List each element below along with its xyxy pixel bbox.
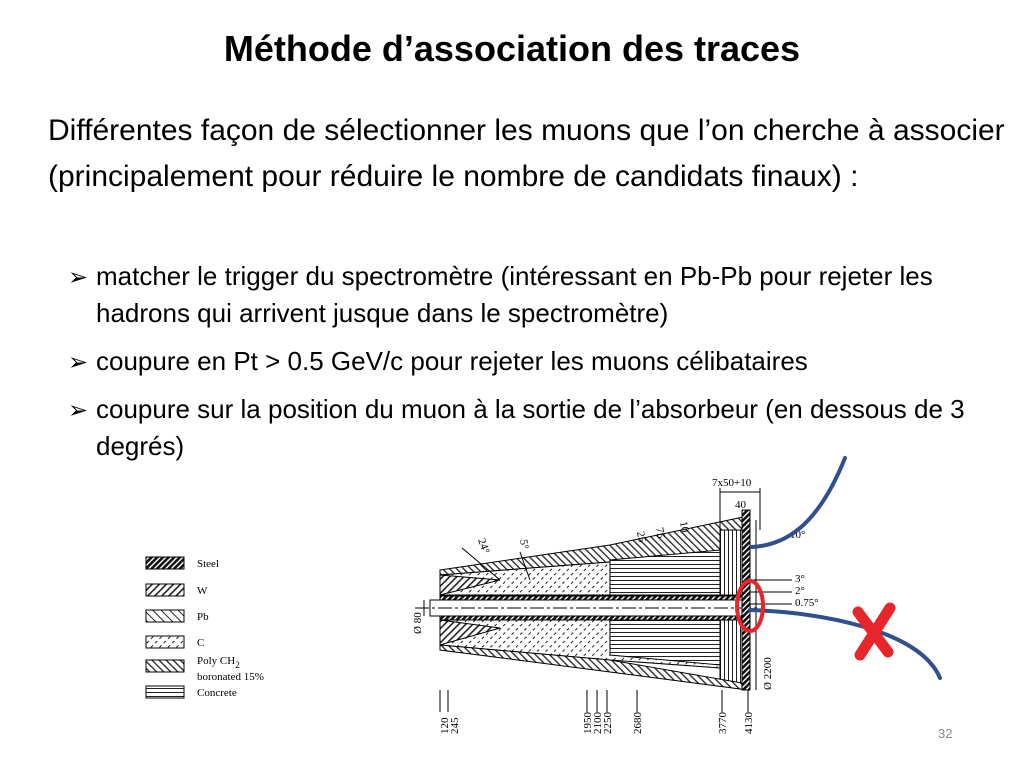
legend-label-poly: Poly CH2	[197, 655, 240, 670]
bullet-item-absorber-cut: ➢ coupure sur la position du muon à la s…	[68, 391, 998, 465]
intro-paragraph: Différentes façon de sélectionner les mu…	[48, 108, 1008, 200]
bullet-text: matcher le trigger du spectromètre (inté…	[96, 261, 933, 328]
label-bottom-dim: 3770	[717, 712, 729, 735]
page-number: 32	[938, 726, 953, 741]
accepted-muon-track	[750, 456, 847, 549]
legend-swatch-w	[145, 583, 185, 597]
legend-label-poly-boronated: boronated 15%	[197, 671, 264, 683]
legend-swatch-steel	[145, 556, 185, 570]
legend-swatch-concrete	[145, 685, 185, 699]
legend-label-pb: Pb	[197, 611, 209, 623]
legend-swatch-c	[145, 635, 185, 649]
bullet-arrow-icon: ➢	[68, 349, 89, 376]
legend-label-steel: Steel	[197, 558, 219, 570]
slide-title: Méthode d’association des traces	[223, 28, 801, 69]
absorber-exit-circle	[735, 579, 765, 633]
label-angle-075: 0.75°	[795, 597, 819, 609]
absorber-nose-lower	[439, 619, 501, 646]
label-bottom-dim: 2250	[602, 712, 614, 735]
absorber-drawing	[415, 488, 792, 712]
label-diameter-80: Ø 80	[412, 612, 424, 634]
label-angle-2: 2°	[795, 585, 805, 597]
label-angle-5: 5°	[517, 538, 531, 550]
absorber-rear-plate	[741, 509, 751, 691]
label-10: 10	[677, 520, 691, 533]
legend-label-concrete: Concrete	[197, 687, 237, 699]
label-bottom-dim: 245	[449, 717, 461, 734]
bullet-arrow-icon: ➢	[68, 397, 89, 424]
label-bottom-dim: 4130	[743, 712, 755, 735]
legend-label-c: C	[197, 637, 204, 649]
track-overlays	[735, 456, 942, 680]
pipe-shield-lower	[439, 615, 749, 621]
cross-icon	[852, 602, 896, 661]
figure-labels: 7x50+10 40 24° 5° 25 75 10 10° 3° 2° 0.7…	[412, 477, 819, 734]
label-75: 75	[653, 526, 667, 539]
bullet-text: coupure sur la position du muon à la sor…	[96, 394, 965, 461]
bullet-item-pt-cut: ➢ coupure en Pt > 0.5 GeV/c pour rejeter…	[68, 343, 998, 380]
label-bottom-dim: 120	[439, 717, 451, 734]
bullet-text: coupure en Pt > 0.5 GeV/c pour rejeter l…	[96, 346, 808, 376]
label-bottom-dim: 2680	[632, 712, 644, 735]
absorber-nose-upper	[439, 574, 501, 596]
bullet-arrow-icon: ➢	[68, 264, 89, 291]
bullet-list: ➢ matcher le trigger du spectromètre (in…	[68, 258, 998, 476]
bullet-item-trigger: ➢ matcher le trigger du spectromètre (in…	[68, 258, 998, 332]
rejected-muon-track	[748, 608, 942, 680]
pipe-shield-upper	[439, 595, 749, 601]
label-bottom-dim: 2100	[592, 712, 604, 735]
label-bottom-dim: 1950	[582, 712, 594, 735]
label-angle-24: 24°	[475, 537, 492, 556]
legend-swatch-poly	[145, 659, 185, 673]
legend-swatch-pb	[145, 609, 185, 623]
label-angle-3: 3°	[795, 573, 805, 585]
label-diameter-2200: Ø 2200	[762, 657, 774, 690]
label-25: 25	[634, 530, 648, 543]
material-legend: Steel W Pb C Poly CH2 boronated 15% Conc…	[145, 556, 264, 699]
angle-line-5	[519, 551, 531, 581]
angle-line-24	[461, 547, 501, 581]
legend-label-w: W	[197, 585, 208, 597]
label-top-dimension: 7x50+10	[712, 477, 752, 489]
intro-text: Différentes façon de sélectionner les mu…	[48, 114, 1005, 193]
label-top-40: 40	[735, 499, 747, 511]
